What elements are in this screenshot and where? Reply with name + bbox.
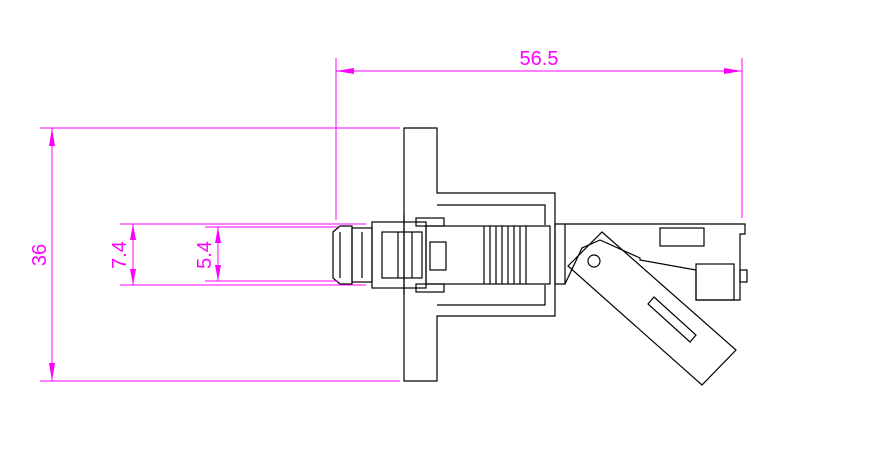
flange-plate bbox=[403, 127, 556, 382]
holder-inner bbox=[381, 231, 423, 279]
spring-coils bbox=[483, 226, 527, 284]
arrow-head bbox=[130, 269, 136, 285]
ferrule-tip bbox=[332, 225, 353, 285]
lever-pivot bbox=[587, 254, 601, 268]
rear-block bbox=[695, 263, 735, 301]
release-lever bbox=[567, 231, 737, 386]
spring-housing bbox=[425, 225, 551, 285]
lever-slot bbox=[647, 296, 697, 343]
arrow-head bbox=[724, 68, 742, 74]
flange-inner-bottom bbox=[437, 285, 546, 306]
arrow-head bbox=[215, 265, 221, 281]
arrow-head bbox=[215, 227, 221, 243]
arrow-head bbox=[336, 68, 354, 74]
rear-body bbox=[554, 223, 746, 301]
rear-pin bbox=[739, 269, 748, 283]
spring-window bbox=[429, 241, 447, 271]
dimension-outer-diameter: 7.4 bbox=[109, 223, 366, 286]
dimension-flange-height: 36 bbox=[29, 127, 400, 382]
dim-label-flange-height: 36 bbox=[29, 244, 51, 266]
dim-label-overall-length: 56.5 bbox=[520, 48, 559, 70]
dim-label-outer-diameter: 7.4 bbox=[109, 241, 131, 269]
dimension-inner-diameter: 5.4 bbox=[194, 226, 338, 282]
rear-latch bbox=[659, 227, 705, 247]
arrow-head bbox=[130, 224, 136, 240]
connector-outline bbox=[332, 127, 748, 386]
dim-label-inner-diameter: 5.4 bbox=[194, 241, 216, 269]
flange-inner-top bbox=[437, 204, 546, 225]
dimension-overall-length: 56.5 bbox=[335, 48, 743, 220]
arrow-head bbox=[49, 363, 55, 381]
arrow-head bbox=[49, 128, 55, 146]
